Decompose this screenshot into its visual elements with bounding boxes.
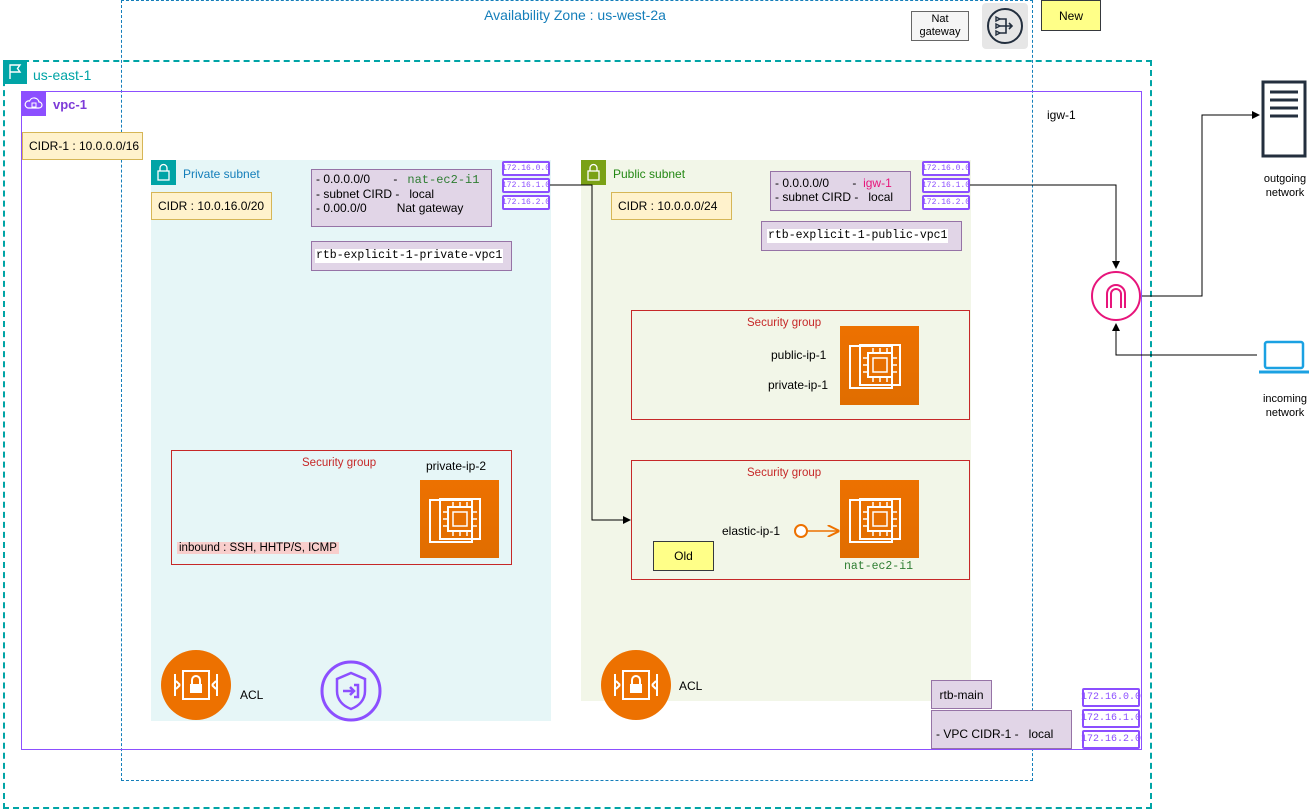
acl-label: ACL (240, 688, 264, 702)
igw-to-outgoing-arrow (1142, 111, 1260, 297)
security-group-label: Security group (302, 457, 377, 469)
route-row: - subnet CIRD - local (775, 190, 894, 204)
region-label: us-east-1 (33, 67, 92, 83)
elastic-ip-1-label: elastic-ip-1 (722, 524, 781, 538)
route-row: - 0.0.0.0/0 - igw-1 (775, 176, 892, 190)
ec2-chip-icon[interactable] (840, 326, 919, 405)
old-badge-label: Old (674, 549, 693, 563)
private-subnet-cidr-tag: CIDR : 10.0.16.0/20 (151, 192, 272, 220)
network-acl-icon[interactable] (161, 650, 231, 720)
route-row: - 0.0.0.0/0 - nat-ec2-i1 (316, 172, 480, 187)
public-route-table: - 0.0.0.0/0 - igw-1 - subnet CIRD - loca… (770, 171, 911, 211)
endpoint-shield-icon[interactable] (320, 660, 382, 722)
ec2-chip-icon[interactable] (420, 480, 499, 558)
ip-chip: 172.16.1.0 (1081, 709, 1141, 728)
nat-gateway-label-box: Nat gateway (911, 11, 969, 41)
ip-chip: 172.16.2.0 (922, 195, 970, 210)
ip-chip: 172.16.1.0 (922, 178, 970, 193)
public-security-group-1 (631, 310, 970, 420)
main-route-table-name: rtb-main (931, 680, 992, 709)
laptop-icon[interactable] (1257, 340, 1311, 376)
ip-chip: 172.16.1.0 (502, 178, 550, 193)
new-badge-label: New (1058, 8, 1083, 23)
private-security-group (171, 450, 512, 565)
ip-chip: 172.16.0.0 (502, 161, 550, 176)
internet-gateway-icon[interactable] (1090, 270, 1142, 322)
nat-gateway-icon[interactable] (982, 3, 1028, 49)
vpc-label: vpc-1 (53, 97, 87, 112)
security-group-label: Security group (747, 467, 822, 479)
old-badge: Old (653, 541, 714, 571)
nat-instance-label: nat-ec2-i1 (844, 560, 914, 573)
ip-chip: 172.16.2.0 (1081, 730, 1141, 749)
igw-label: igw-1 (1047, 108, 1076, 122)
ip-chip: 172.16.0.0 (1081, 688, 1141, 707)
incoming-network-label: incoming network (1262, 393, 1308, 419)
network-acl-icon[interactable] (601, 650, 671, 720)
acl-label: ACL (679, 679, 703, 693)
lock-icon (151, 160, 176, 185)
vpc-boundary (21, 91, 1142, 750)
outgoing-network-label: outgoing network (1263, 173, 1307, 199)
ip-chip: 172.16.0.0 (922, 161, 970, 176)
route-row: - 0.00.0/0 Nat gateway (316, 201, 464, 215)
public-subnet-label: Public subnet (613, 167, 686, 181)
nat-gateway-label: Nat gateway (919, 13, 961, 38)
public-security-group-2 (631, 460, 970, 580)
vpc-cidr-tag: CIDR-1 : 10.0.0.0/16 (22, 132, 143, 160)
public-route-table-name: rtb-explicit-1-public-vpc1 (761, 221, 962, 251)
private-ip-2-label: private-ip-2 (426, 459, 487, 473)
server-icon[interactable] (1261, 80, 1307, 158)
region-boundary (3, 60, 1152, 809)
private-route-table-name: rtb-explicit-1-private-vpc1 (311, 241, 512, 271)
ip-chip: 172.16.2.0 (502, 195, 550, 210)
availability-zone-boundary (121, 0, 1033, 781)
public-ip-1-label: public-ip-1 (771, 348, 827, 362)
route-row: - subnet CIRD - local (316, 187, 435, 201)
flag-icon (3, 60, 27, 84)
availability-zone-label: Availability Zone : us-west-2a (484, 7, 666, 23)
private-subnet-label: Private subnet (183, 167, 260, 181)
vpc-cloud-icon (21, 91, 46, 116)
new-badge: New (1041, 0, 1101, 31)
private-route-table: - 0.0.0.0/0 - nat-ec2-i1 - subnet CIRD -… (311, 169, 492, 227)
ec2-chip-icon[interactable] (840, 480, 919, 558)
inbound-rules: inbound : SSH, HHTP/S, ICMP (177, 542, 339, 554)
lock-icon (581, 160, 606, 185)
security-group-label: Security group (747, 317, 822, 329)
private-ip-1-label: private-ip-1 (768, 378, 829, 392)
public-subnet-cidr-tag: CIDR : 10.0.0.0/24 (611, 192, 732, 220)
main-route-table: - VPC CIDR-1 - local (931, 710, 1072, 749)
